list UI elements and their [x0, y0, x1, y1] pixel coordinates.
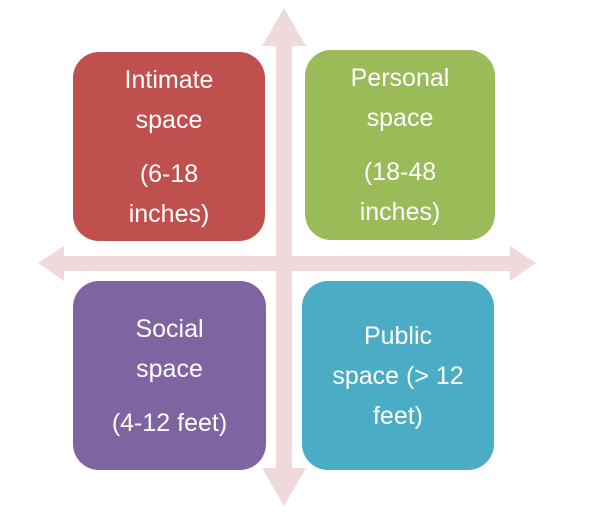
- quadrant-public-label: Public space (> 12 feet): [332, 321, 464, 430]
- down-arrow-icon: [262, 468, 306, 506]
- up-arrow-icon: [262, 8, 306, 46]
- right-arrow-icon: [510, 246, 536, 281]
- quadrant-social-space[interactable]: Social space (4-12 feet): [73, 281, 266, 470]
- quadrant-intimate-range: (6-18 inches): [128, 159, 210, 228]
- quadrant-public-space[interactable]: Public space (> 12 feet): [302, 281, 494, 470]
- quadrant-intimate-label: Intimate space: [124, 65, 214, 134]
- quadrant-social-label: Social space: [135, 314, 204, 383]
- quadrant-social-range: (4-12 feet): [111, 408, 228, 437]
- quadrant-intimate-space[interactable]: Intimate space (6-18 inches): [73, 52, 265, 241]
- horizontal-axis-arrow: [38, 246, 536, 281]
- left-arrow-icon: [38, 246, 64, 281]
- quadrant-personal-label: Personal space: [350, 64, 450, 132]
- quadrant-personal-space[interactable]: Personal space (18-48 inches): [305, 50, 495, 240]
- quadrant-personal-range: (18-48 inches): [359, 158, 441, 226]
